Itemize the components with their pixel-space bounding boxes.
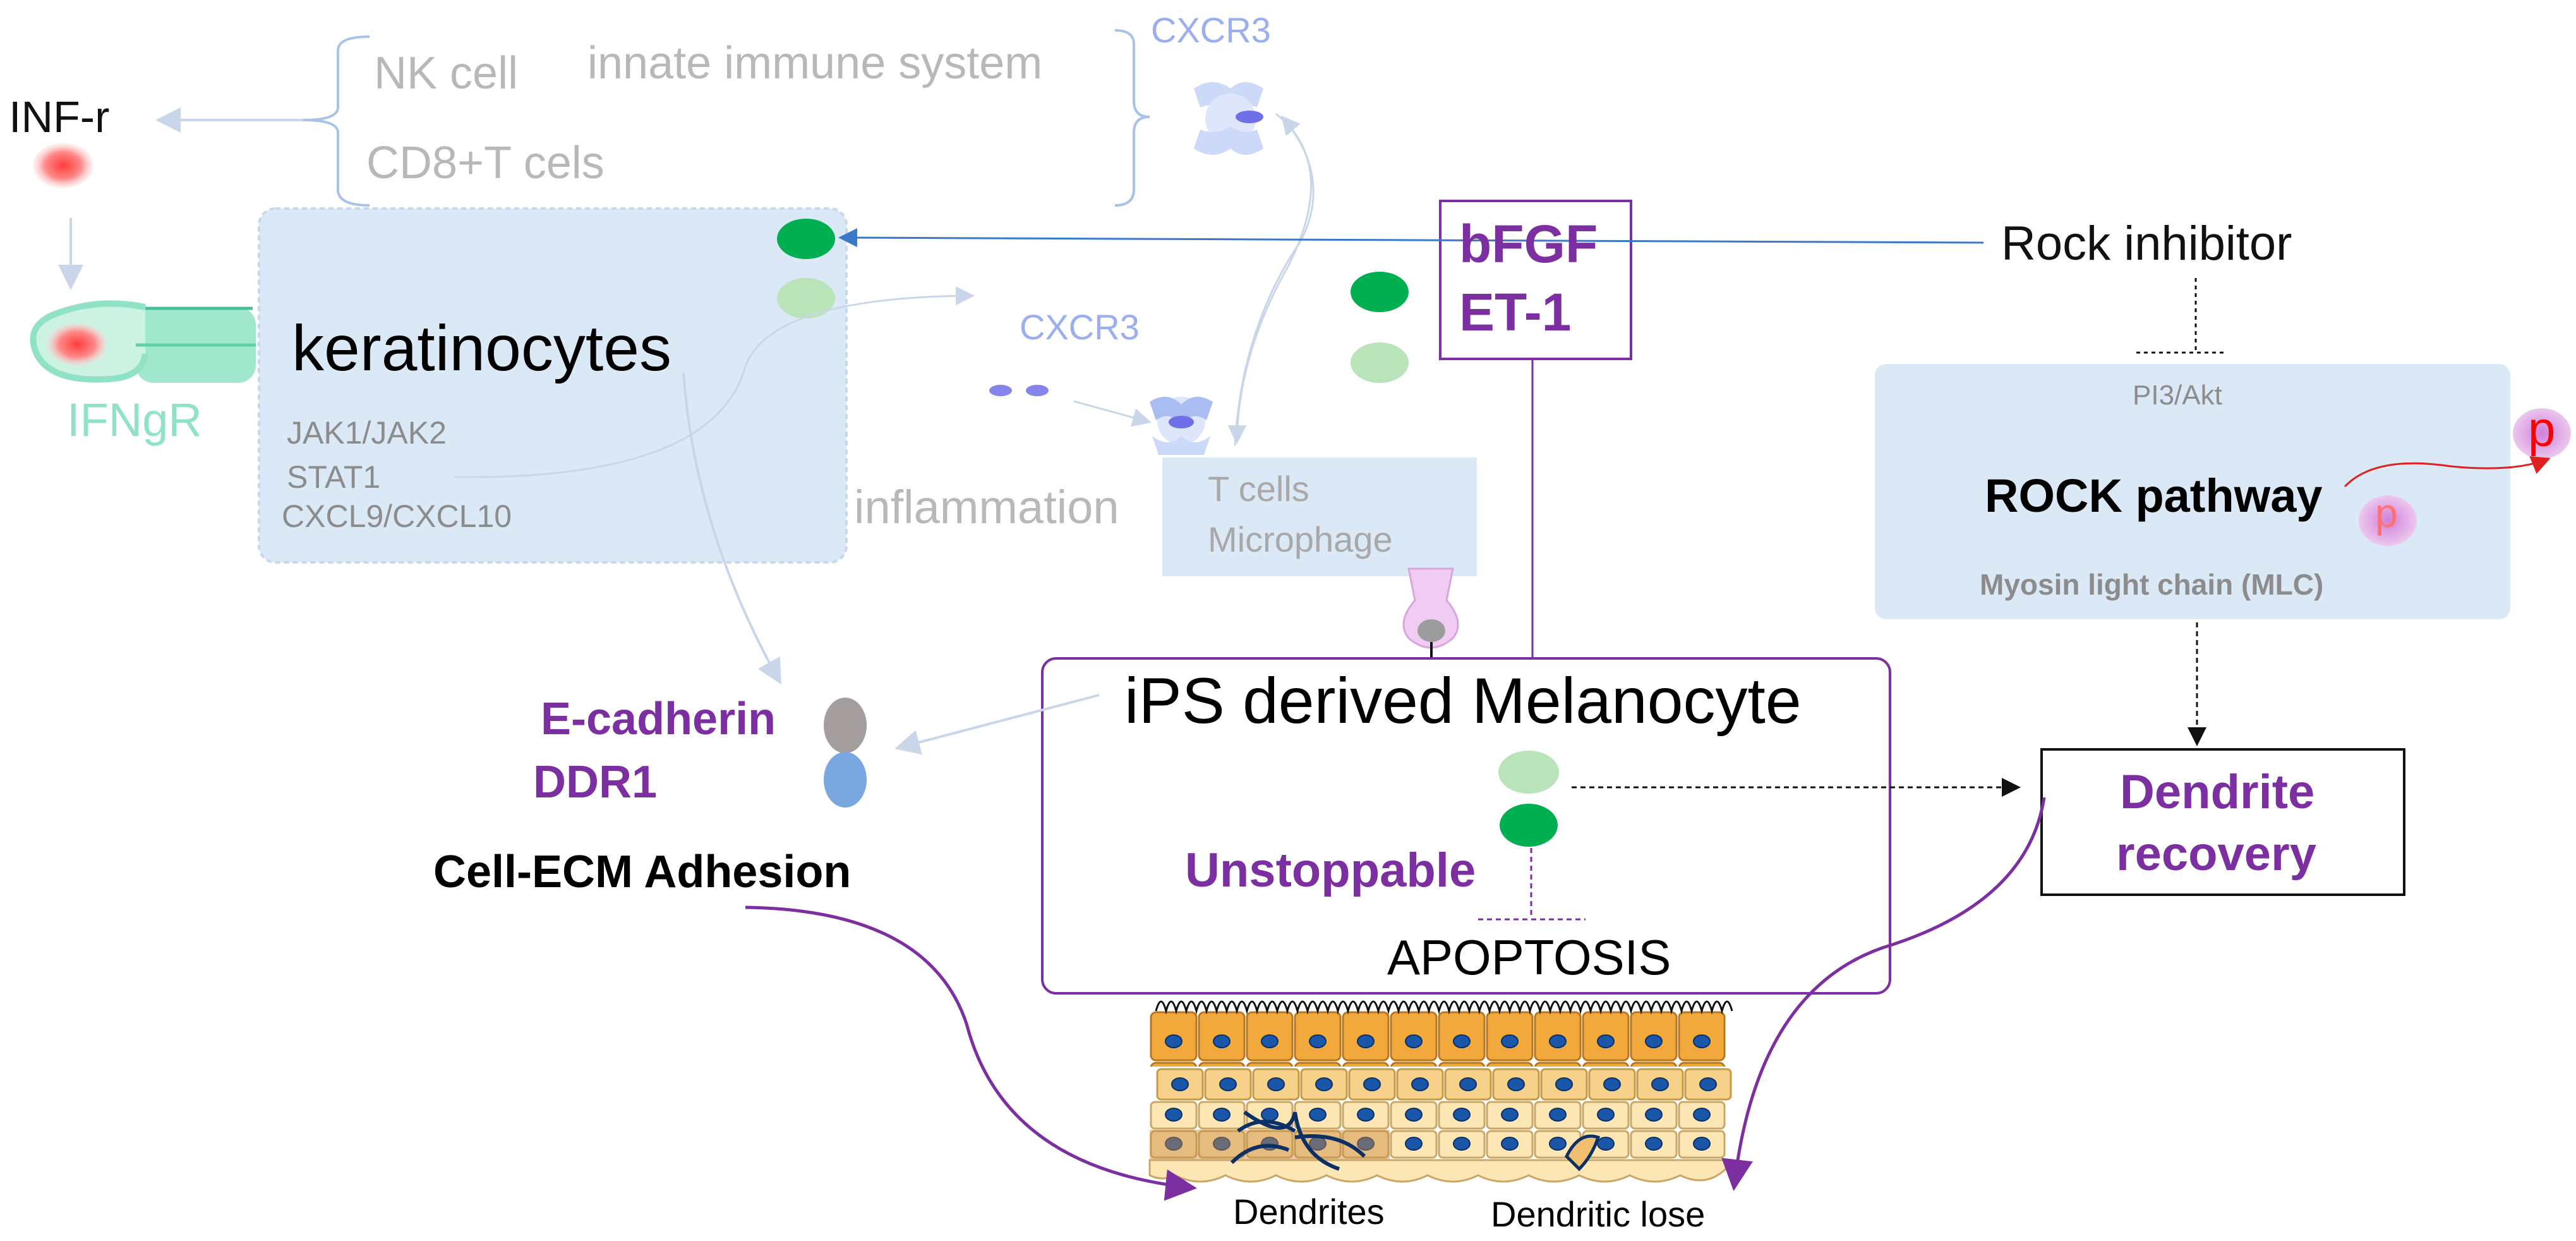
chemokine-to-receptor-arrow [1073, 400, 1152, 427]
cxcr3-top-receptor [1194, 82, 1263, 155]
cxcr3-top-label: CXCR3 [1151, 10, 1271, 50]
cxcl-label: CXCL9/CXCL10 [282, 499, 512, 534]
tcells-to-cxcr3-curve [1234, 115, 1315, 446]
phospho-circle-2 [2513, 408, 2571, 459]
pi3-akt-label: PI3/Akt [2133, 380, 2222, 411]
cell-ecm-label: Cell-ECM Adhesion [433, 847, 852, 897]
mlc-label: Myosin light chain (MLC) [1980, 568, 2324, 601]
phosphorylation-arrow [2344, 456, 2551, 488]
stat1-to-cxcr3-curve [454, 286, 975, 478]
stat1-label: STAT1 [287, 459, 381, 495]
adhesion-to-dendrites-arrow [745, 905, 1197, 1201]
recovery-to-dendritic-lose-arrow [1721, 797, 2046, 1191]
microphage-label: Microphage [1208, 519, 1393, 559]
ecadherin-molecule [824, 698, 867, 753]
cd8-label: CD8+T cels [366, 138, 605, 188]
apoptosis-label: APOPTOSIS [1387, 929, 1671, 985]
inf-r-label: INF-r [9, 92, 110, 142]
melanocyte-box [1041, 657, 1891, 995]
melanocyte-receptor-dark-green [1500, 804, 1558, 847]
skin-tissue [1148, 1000, 1733, 1183]
dendrite-recovery-box [2040, 748, 2405, 896]
phospho-circle-1 [2359, 495, 2417, 546]
tcells-box [1162, 457, 1477, 576]
ifngr-receptor [30, 300, 256, 383]
rock-inhibitor-label: Rock inhibitor [2001, 217, 2292, 270]
chemokine-dot-1 [989, 385, 1012, 396]
dendritic-lose-label: Dendritic lose [1491, 1194, 1706, 1234]
bfgf-label: bFGF [1459, 214, 1598, 274]
innate-immune-label: innate immune system [587, 38, 1043, 88]
inf-r-molecule [33, 143, 93, 188]
chemokine-dot-2 [1026, 385, 1049, 396]
kera-receptor-light-green [777, 278, 835, 318]
ddr1-molecule [824, 752, 867, 808]
center-receptor-dark-green [1351, 272, 1409, 312]
cxcr3-to-tcells-curve [1227, 112, 1312, 444]
phospho-p-2: p [2528, 401, 2556, 457]
phospho-p-1: p [2375, 490, 2398, 536]
kera-to-ecadherin-arrow [682, 372, 781, 685]
melanocyte-title: iPS derived Melanocyte [1124, 665, 1802, 737]
dendrites-label: Dendrites [1233, 1192, 1385, 1232]
melanocyte-to-ecadherin-arrow [894, 694, 1100, 755]
right-brace [1114, 29, 1150, 207]
melanocyte-top-receptor [1402, 567, 1459, 663]
cxcr3-mid-receptor [1150, 396, 1213, 455]
dendrite-recovery-line1: Dendrite [2120, 765, 2315, 819]
rock-pathway-label: ROCK pathway [1985, 469, 2323, 522]
nk-cell-label: NK cell [374, 48, 519, 99]
factors-to-kera-arrow [838, 228, 1984, 248]
ddr1-label: DDR1 [533, 757, 658, 808]
rock-pathway-box [1875, 364, 2510, 619]
dendrite-recovery-line2: recovery [2116, 827, 2316, 881]
keratinocytes-title: keratinocytes [292, 312, 671, 384]
et1-label: ET-1 [1459, 282, 1572, 342]
center-receptor-light-green [1351, 342, 1409, 383]
cxcr3-mid-label: CXCR3 [1020, 307, 1140, 347]
tcells-label: T cells [1208, 469, 1309, 509]
unstoppable-label: Unstoppable [1185, 844, 1476, 897]
kera-receptor-dark-green [777, 219, 835, 259]
inflammation-label: inflammation [854, 481, 1119, 533]
jak-label: JAK1/JAK2 [287, 415, 447, 451]
left-brace [303, 35, 370, 207]
ecadherin-label: E-cadherin [541, 694, 776, 744]
melanocyte-receptor-light-green [1498, 751, 1559, 794]
ifngr-label: IFNgR [67, 394, 202, 446]
bfgf-et1-box [1439, 200, 1632, 360]
